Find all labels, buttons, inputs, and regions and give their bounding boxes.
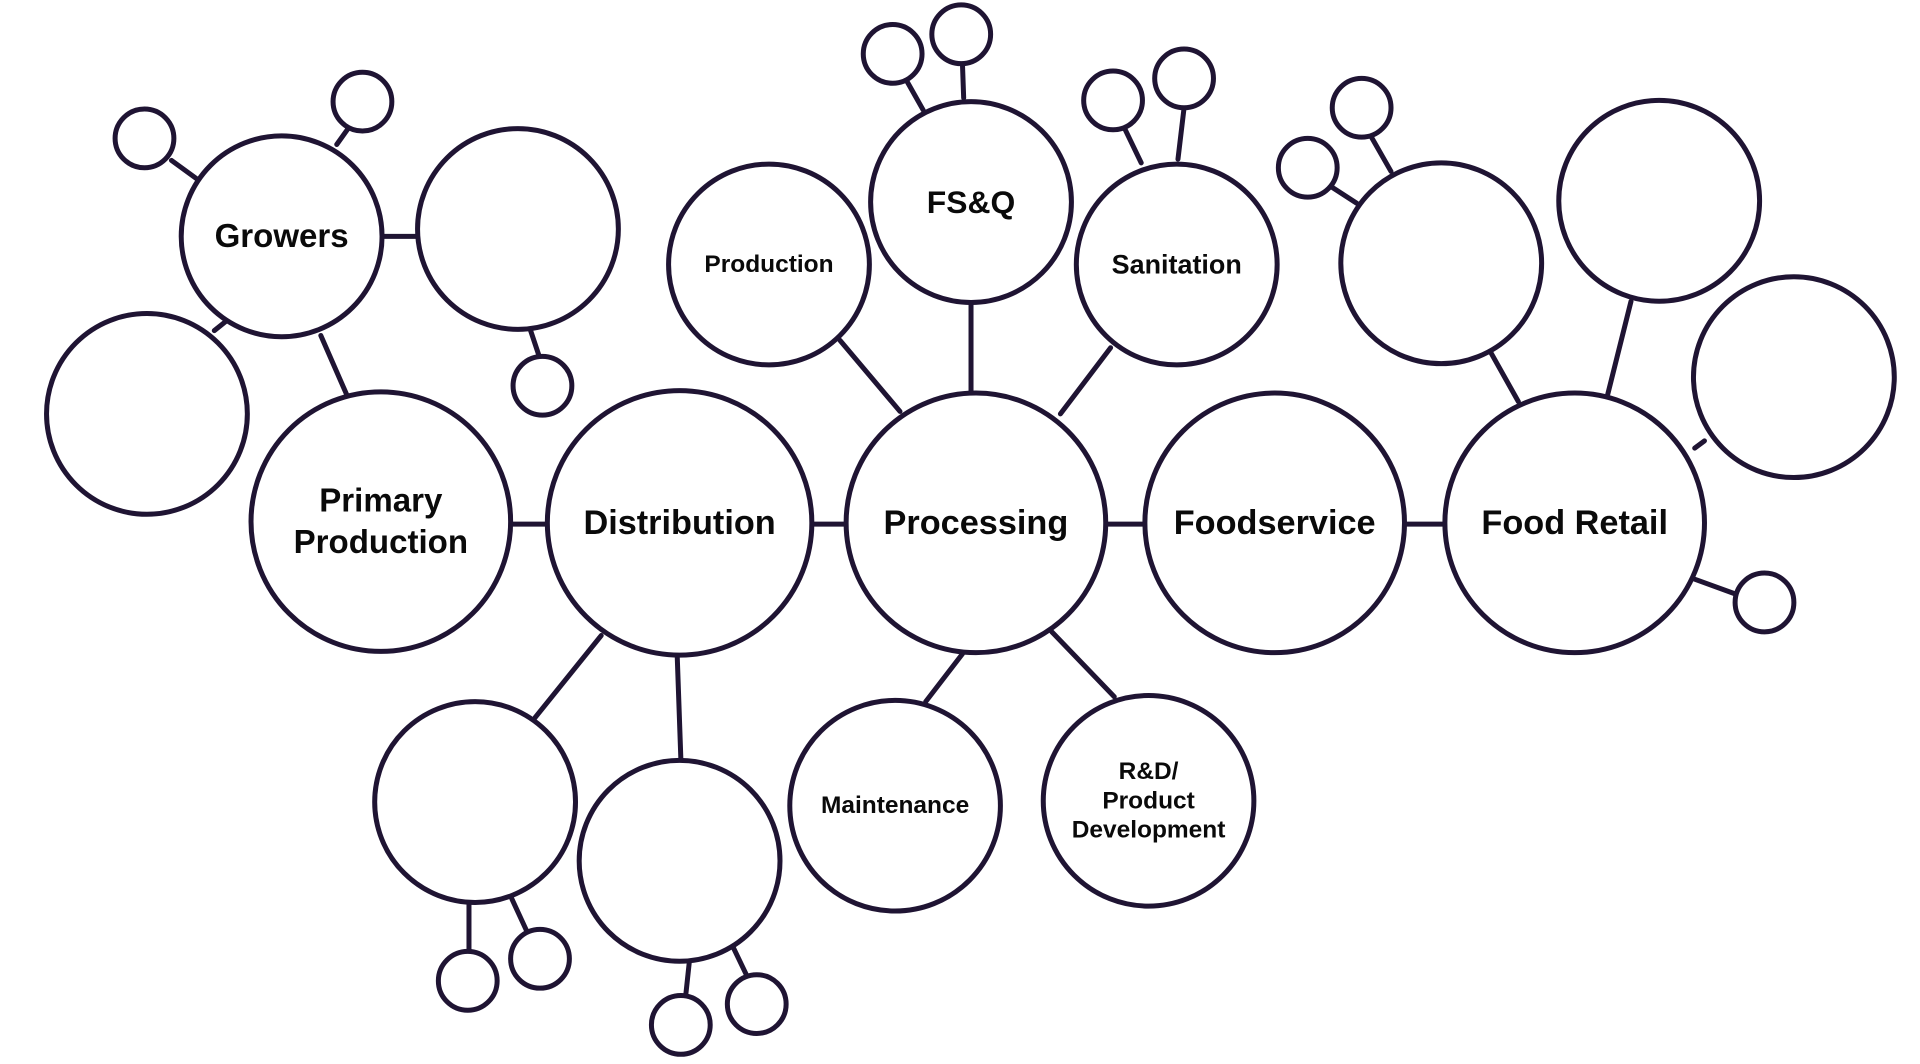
node-label: R&D/ (1119, 758, 1179, 785)
satellite-circle (1152, 46, 1216, 111)
connector-line (532, 633, 604, 721)
connector-lines (168, 61, 1738, 999)
node-label: Product (1102, 787, 1194, 814)
satellite-stem (1329, 184, 1360, 206)
node-label: Growers (215, 218, 349, 255)
connector-line (1049, 629, 1117, 700)
node-production: Production (666, 161, 872, 368)
connector-line (923, 651, 965, 705)
node-growers: Growers (178, 133, 385, 340)
satellite-stem (168, 157, 201, 183)
satellite-stem (904, 79, 926, 113)
node-label: Production (294, 524, 468, 561)
node-circle (372, 699, 579, 905)
satellite-circle (648, 993, 713, 1057)
node-circle (415, 126, 621, 332)
node-circle (178, 133, 385, 340)
node-label: Food Retail (1481, 504, 1668, 542)
node-label: Production (704, 251, 833, 278)
satellite-circle (724, 972, 789, 1036)
node-foodservice: Foodservice (1142, 390, 1407, 656)
node-label: Sanitation (1112, 249, 1242, 279)
satellite-stem (1692, 576, 1738, 597)
satellite-stem (683, 958, 692, 999)
satellite-circle (1329, 75, 1394, 140)
small-satellite-circles (112, 2, 1797, 1057)
satellite-circle (860, 21, 925, 86)
node-fsq: FS&Q (868, 99, 1074, 305)
node-circle (248, 389, 514, 654)
connector-line (318, 333, 350, 397)
node-circle (1556, 97, 1763, 304)
satellite-stem (1121, 124, 1144, 166)
node-circle (666, 161, 872, 368)
node-circle (843, 390, 1109, 656)
node-circle (787, 697, 1003, 914)
node-label: Primary (319, 482, 443, 519)
node-distribution: Distribution (544, 388, 815, 658)
satellite-stem (729, 942, 750, 979)
node-circle (1040, 693, 1257, 909)
connector-line (1605, 298, 1634, 397)
satellite-circle (435, 948, 500, 1013)
satellite-circle (1275, 135, 1340, 200)
node-label: Distribution (583, 504, 775, 542)
satellite-circle (510, 353, 575, 418)
node-circle (576, 757, 783, 964)
satellite-circle (112, 106, 177, 171)
node-distribution-right-empty (576, 757, 783, 964)
satellite-circle (1081, 68, 1145, 133)
node-circle (1338, 160, 1545, 367)
connector-line (1487, 348, 1521, 405)
node-retail-right-empty (1690, 274, 1897, 481)
node-food-retail: Food Retail (1442, 390, 1707, 656)
node-label: Development (1072, 817, 1226, 844)
satellite-stem (509, 896, 530, 934)
node-circle (868, 99, 1074, 305)
satellite-circle (929, 2, 994, 67)
connector-line (1692, 438, 1707, 451)
node-circle (1073, 161, 1280, 368)
node-label: Foodservice (1174, 504, 1376, 542)
satellite-circle (330, 69, 395, 134)
node-circle (1690, 274, 1897, 481)
node-circle (1142, 390, 1407, 656)
connector-line (1057, 345, 1114, 417)
connector-line (211, 318, 230, 334)
node-label: Processing (884, 504, 1069, 542)
connector-line (674, 651, 684, 761)
node-distribution-left-empty (372, 699, 579, 905)
satellite-stem (1368, 134, 1394, 174)
node-retail-top-left-empty (1338, 160, 1545, 367)
satellite-stem (334, 124, 352, 147)
node-growers-empty (415, 126, 621, 332)
satellite-stem (959, 61, 967, 101)
satellite-circle (1732, 570, 1797, 635)
node-growers-left-empty (44, 310, 250, 517)
node-label: Maintenance (821, 792, 969, 819)
connector-line (837, 337, 903, 414)
node-processing: Processing (843, 390, 1109, 656)
node-retail-top-empty (1556, 97, 1763, 304)
node-circle (544, 388, 815, 658)
node-circle (1442, 390, 1707, 656)
node-label: FS&Q (927, 184, 1015, 220)
node-maintenance: Maintenance (787, 697, 1003, 914)
node-sanitation: Sanitation (1073, 161, 1280, 368)
satellite-stem (1175, 105, 1187, 162)
node-circle (44, 310, 250, 517)
satellite-circle (508, 926, 572, 991)
